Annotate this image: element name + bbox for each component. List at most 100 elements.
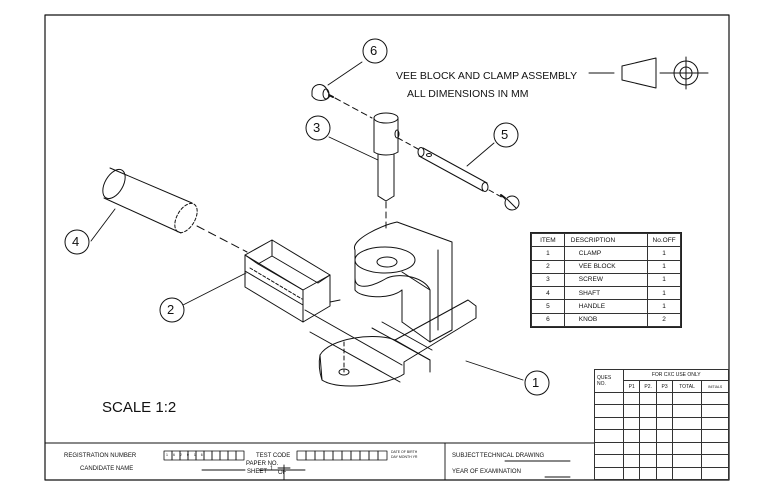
table-cell	[656, 454, 673, 468]
test-code-boxes	[296, 450, 388, 461]
callout-circle-5	[493, 122, 519, 148]
registration-boxes	[163, 450, 245, 461]
table-row: 6 KNOB 2	[531, 312, 681, 328]
col-initials: INITIALS	[701, 380, 729, 393]
table-cell	[701, 466, 729, 481]
col-p2: P2.	[638, 380, 658, 393]
paper-no-label: PAPER NO.	[246, 461, 279, 467]
table-row	[593, 441, 729, 456]
col-total: TOTAL	[671, 380, 703, 393]
callout-number-4: 4	[72, 234, 80, 249]
cxc-use-header: FOR CXC USE ONLY	[623, 369, 729, 381]
table-cell	[671, 416, 703, 431]
callout-number-6: 6	[370, 43, 378, 58]
table-cell	[593, 404, 625, 418]
table-cell	[623, 404, 640, 418]
col-p1: P1	[623, 380, 640, 393]
table-row: P1 P2. P3 TOTAL INITIALS	[595, 380, 729, 393]
parts-table-header: ITEM DESCRIPTION No.OFF	[531, 232, 681, 248]
table-row: 1 CLAMP 1	[531, 246, 681, 261]
table-cell	[701, 391, 729, 406]
table-cell	[701, 429, 729, 443]
registration-digit: 1	[193, 453, 201, 457]
projection-symbol	[588, 56, 709, 90]
dob-format: DAY MONTH YR	[391, 455, 418, 459]
parts-item-cell: 2	[531, 259, 565, 274]
callout-circle-4	[64, 229, 90, 255]
table-cell	[623, 391, 640, 406]
table-cell	[656, 391, 673, 406]
table-row	[593, 416, 729, 431]
drawing-subtitle: ALL DIMENSIONS IN MM	[407, 88, 529, 100]
table-cell	[638, 416, 658, 431]
table-row: 2 VEE BLOCK 1	[531, 259, 681, 274]
table-cell	[638, 454, 658, 468]
table-cell	[701, 441, 729, 456]
parts-qty-cell: 1	[647, 259, 681, 274]
table-cell	[593, 429, 625, 443]
table-cell	[656, 466, 673, 481]
table-cell	[638, 429, 658, 443]
parts-item-cell: 1	[531, 246, 565, 261]
parts-qty-cell: 1	[647, 299, 681, 314]
table-row: 3 SCREW 1	[531, 272, 681, 288]
sheet-number: 1	[270, 466, 274, 472]
parts-description-cell: SCREW	[563, 272, 649, 288]
table-cell	[671, 441, 703, 456]
parts-description-cell: SHAFT	[563, 286, 649, 301]
parts-description-cell: KNOB	[563, 312, 649, 328]
registration-label: REGISTRATION NUMBER	[64, 453, 137, 459]
table-cell	[623, 454, 640, 468]
leader-lines	[90, 61, 524, 381]
table-cell	[701, 404, 729, 418]
table-cell	[671, 429, 703, 443]
table-cell	[638, 466, 658, 481]
dob-label: DATE OF BIRTH	[391, 450, 418, 454]
parts-item-cell: 6	[531, 312, 565, 328]
shaft-part	[102, 167, 248, 253]
table-cell	[656, 404, 673, 418]
table-cell	[593, 441, 625, 456]
table-cell	[671, 466, 703, 481]
table-row	[593, 404, 729, 418]
table-cell	[623, 441, 640, 456]
parts-header-description: DESCRIPTION	[563, 232, 649, 248]
callout-number-2: 2	[167, 302, 175, 317]
parts-header-no-off: No.OFF	[647, 232, 681, 248]
table-cell	[593, 391, 625, 406]
parts-qty-cell: 2	[647, 312, 681, 328]
parts-item-cell: 4	[531, 286, 565, 301]
vee-block-part	[244, 239, 341, 323]
subject-value: TECHNICAL DRAWING	[480, 453, 545, 459]
clamp-part	[304, 221, 477, 387]
table-cell	[671, 404, 703, 418]
table-cell	[623, 466, 640, 481]
table-cell	[701, 454, 729, 468]
table-cell	[656, 429, 673, 443]
parts-qty-cell: 1	[647, 272, 681, 288]
candidate-label: CANDIDATE NAME	[80, 466, 134, 472]
registration-digit: 1	[166, 453, 173, 457]
parts-header-item: ITEM	[531, 232, 565, 248]
table-row: 5 HANDLE 1	[531, 299, 681, 314]
table-cell	[593, 454, 625, 468]
test-code-label: TEST CODE	[256, 453, 291, 459]
knob-top-part	[311, 84, 373, 119]
table-cell	[593, 466, 625, 481]
ques-no-cell: QUES NO.	[593, 369, 625, 393]
no-label: NO.	[597, 381, 606, 387]
parts-item-cell: 3	[531, 272, 565, 288]
drawing-title: VEE BLOCK AND CLAMP ASSEMBLY	[396, 70, 578, 82]
sheet-label: SHEET	[247, 469, 268, 475]
col-p3: P3	[656, 380, 673, 393]
callout-circle-6	[362, 38, 388, 64]
table-cell	[656, 441, 673, 456]
handle-part	[397, 137, 520, 211]
table-cell	[638, 441, 658, 456]
callout-number-3: 3	[313, 120, 321, 135]
registration-digits: 162016	[166, 453, 208, 458]
table-cell	[623, 429, 640, 443]
parts-qty-cell: 1	[647, 286, 681, 301]
